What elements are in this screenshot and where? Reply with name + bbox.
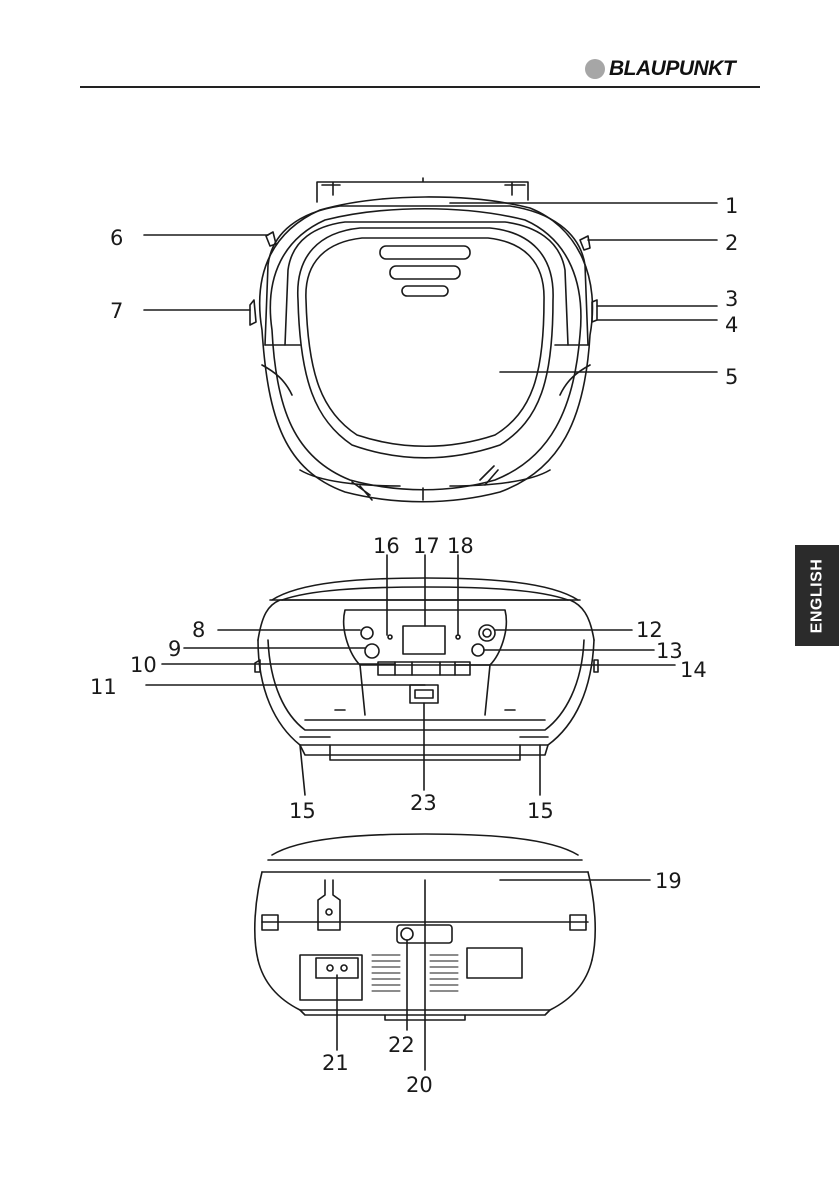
callout-5: 5 [725, 365, 738, 389]
callout-20: 20 [406, 1073, 433, 1097]
callout-15-right: 15 [527, 799, 554, 823]
callout-21: 21 [322, 1051, 349, 1075]
back-view-drawing [255, 834, 650, 1070]
callout-4: 4 [725, 313, 738, 337]
top-view-callouts: 1 2 3 4 5 6 7 [110, 194, 738, 389]
callout-9: 9 [168, 637, 181, 661]
callout-17: 17 [413, 534, 440, 558]
callout-7: 7 [110, 299, 123, 323]
callout-10: 10 [130, 653, 157, 677]
callout-13: 13 [656, 639, 683, 663]
top-view-drawing [144, 178, 717, 502]
front-view-callouts: 8 9 10 11 12 13 14 15 15 16 17 18 23 [90, 534, 707, 823]
callout-6: 6 [110, 226, 123, 250]
callout-3: 3 [725, 287, 738, 311]
callout-11: 11 [90, 675, 117, 699]
callout-15-left: 15 [289, 799, 316, 823]
callout-2: 2 [725, 231, 738, 255]
callout-19: 19 [655, 869, 682, 893]
callout-8: 8 [192, 618, 205, 642]
callout-1: 1 [725, 194, 738, 218]
callout-14: 14 [680, 658, 707, 682]
callout-16: 16 [373, 534, 400, 558]
callout-22: 22 [388, 1033, 415, 1057]
front-view-drawing [146, 555, 675, 795]
callout-18: 18 [447, 534, 474, 558]
callout-23: 23 [410, 791, 437, 815]
back-view-callouts: 19 20 21 22 [322, 869, 682, 1097]
